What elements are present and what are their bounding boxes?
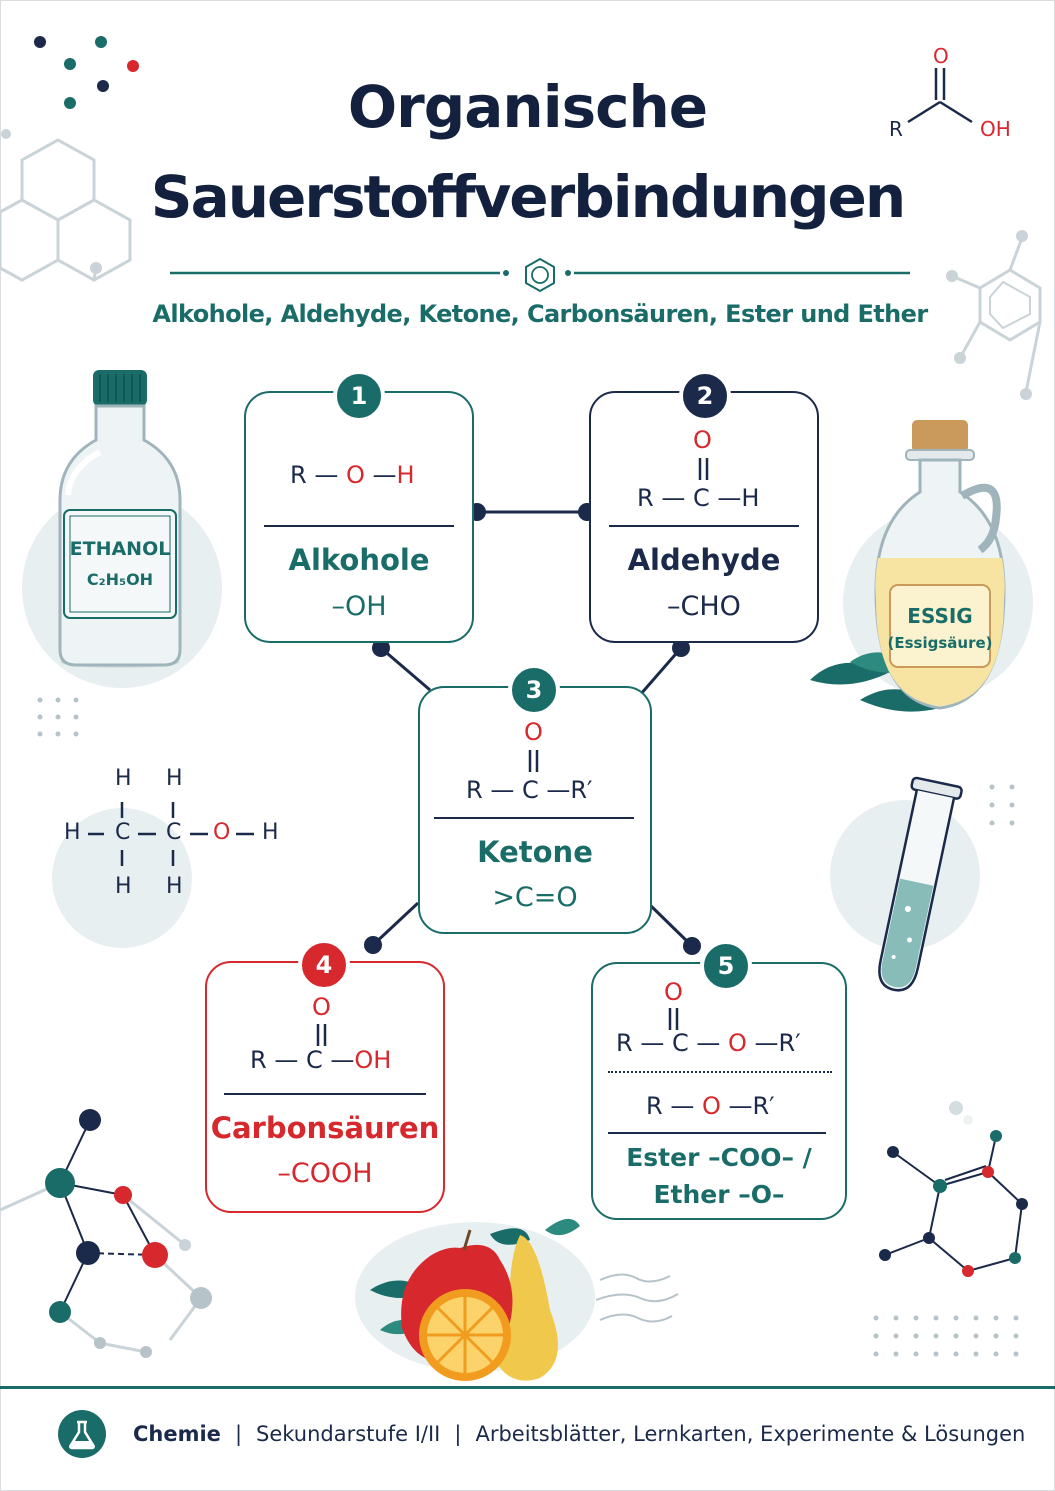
footer-subject: Chemie (133, 1422, 221, 1446)
card-5-name-line2: Ether –O– (653, 1180, 785, 1209)
ketone-double-bond (528, 750, 539, 772)
ethanol-structure-bonds (88, 802, 254, 866)
benzene-icon (525, 257, 555, 293)
page-subtitle: Alkohole, Aldehyde, Ketone, Carbonsäuren… (152, 300, 928, 328)
footer-divider (0, 1386, 1055, 1389)
ethanol-structure-c2: C (166, 820, 182, 845)
fruit-icon (370, 1218, 679, 1381)
ethanol-structure-h5: H (115, 874, 132, 899)
footer-separator: | (454, 1422, 462, 1446)
card-2-name: Aldehyde (627, 543, 781, 577)
aldehyde-double-bond (698, 458, 709, 480)
card-2-group: –CHO (667, 591, 741, 622)
footer-separator: | (234, 1422, 243, 1446)
vinegar-bottle-icon (810, 420, 1006, 712)
alkohol-formula: R — O —H (290, 461, 415, 489)
card-ketone[interactable] (418, 686, 652, 934)
ester-top-o: O (664, 978, 683, 1006)
title-divider (170, 270, 910, 276)
card-3-group: >C=O (492, 882, 578, 913)
footer-materials: Arbeitsblätter, Lernkarten, Experimente … (475, 1422, 1026, 1446)
card-1-rule (264, 525, 454, 527)
carbonsaeure-formula: R — C —OH (250, 1046, 392, 1074)
ketone-top-o: O (524, 718, 543, 746)
card-3-badge: 3 (508, 664, 560, 716)
aldehyde-formula: R — C —H (637, 484, 760, 512)
footer-text: Chemie | Sekundarstufe I/II | Arbeitsblätter… (133, 1422, 1025, 1446)
carboxyl-r-label: R (889, 117, 903, 141)
card-4-rule (224, 1093, 426, 1095)
ethanol-formula: C₂H₅OH (86, 570, 154, 589)
card-2-rule (609, 525, 799, 527)
ethanol-structure-h2: H (166, 766, 183, 791)
card-3-rule (434, 817, 634, 819)
flask-icon (58, 1410, 106, 1458)
aldehyde-top-o: O (693, 426, 712, 454)
ethanol-structure-h3: H (64, 820, 81, 845)
card-5-rule (608, 1132, 826, 1134)
ethanol-structure-c1: C (115, 820, 131, 845)
card-carbonsaeuren[interactable] (205, 961, 445, 1213)
vinegar-label: ESSIG (907, 604, 973, 628)
ethanol-structure-o: O (213, 820, 231, 845)
card-ester-ether[interactable] (591, 962, 847, 1220)
card-alkohole[interactable] (244, 391, 474, 643)
carboxyl-group-icon (907, 68, 973, 124)
card-5-name-line1: Ester –COO– / (626, 1143, 812, 1172)
card-aldehyde[interactable] (589, 391, 819, 643)
ethanol-structure-h1: H (115, 766, 132, 791)
ester-formula: R — C — O —R′ (616, 1029, 801, 1057)
carboxyl-oh-label: OH (980, 117, 1011, 141)
card-4-badge: 4 (298, 939, 350, 991)
page-title-line2: Sauerstoffverbindungen (150, 163, 906, 231)
card-3-name: Ketone (477, 835, 593, 869)
card-2-badge: 2 (679, 370, 731, 422)
ketone-formula: R — C —R′ (466, 776, 593, 804)
card-1-badge: 1 (333, 370, 385, 422)
ethanol-label: ETHANOL (69, 538, 171, 560)
ethanol-structure-h6: H (166, 874, 183, 899)
page-title-line1: Organische (347, 73, 708, 141)
carboxyl-o-label: O (933, 44, 949, 68)
carbonsaeure-double-bond (316, 1024, 327, 1046)
ethanol-structure-bg (52, 808, 192, 948)
ether-formula: R — O —R′ (646, 1092, 775, 1120)
footer-level: Sekundarstufe I/II (256, 1422, 441, 1446)
ethanol-bottle-icon (58, 370, 182, 668)
test-tube-icon (878, 776, 963, 992)
card-4-group: –COOH (277, 1158, 373, 1189)
ethanol-structure-h4: H (262, 820, 279, 845)
carbonsaeure-top-o: O (312, 993, 331, 1021)
card-4-name: Carbonsäuren (210, 1111, 440, 1145)
card-1-group: –OH (331, 591, 387, 622)
card-5-badge: 5 (700, 940, 752, 992)
card-1-name: Alkohole (288, 543, 430, 577)
ester-double-bond (668, 1008, 679, 1030)
card-5-dotted-divider (608, 1071, 832, 1073)
vinegar-sublabel: (Essigsäure) (887, 634, 993, 652)
